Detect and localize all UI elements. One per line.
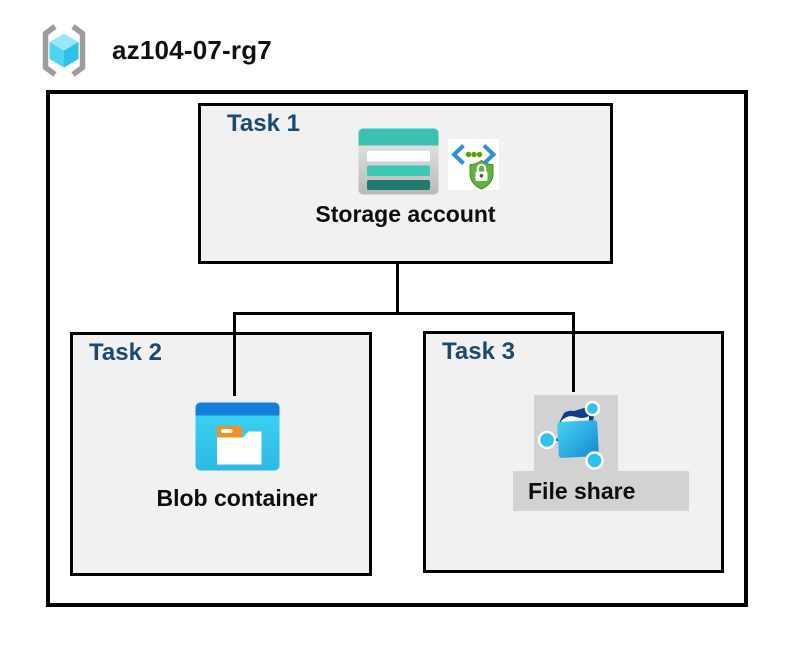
task2-box: Task 2 Blob container bbox=[70, 332, 372, 576]
task3-label: Task 3 bbox=[442, 338, 515, 365]
file-share-icon-background bbox=[534, 395, 618, 471]
resource-group-header: az104-07-rg7 bbox=[38, 22, 272, 79]
connector-to-file-share bbox=[572, 312, 575, 392]
storage-account-label: Storage account bbox=[315, 201, 496, 227]
storage-account-icon bbox=[358, 128, 439, 195]
sas-secure-access-icon bbox=[448, 139, 499, 190]
file-share-label-plate: File share bbox=[513, 471, 689, 511]
task2-label: Task 2 bbox=[89, 339, 162, 366]
task1-box: Task 1 Storage account bbox=[198, 103, 613, 264]
connector-storage-stem bbox=[396, 264, 399, 314]
resource-group-title: az104-07-rg7 bbox=[112, 35, 272, 65]
file-share-icon bbox=[537, 400, 604, 470]
connector-to-blob-container bbox=[233, 312, 236, 396]
task1-label: Task 1 bbox=[227, 110, 300, 137]
resource-group-icon bbox=[42, 24, 86, 77]
connector-horizontal bbox=[233, 312, 575, 315]
file-share-label: File share bbox=[528, 477, 636, 504]
blob-container-label: Blob container bbox=[156, 485, 318, 511]
blob-container-icon bbox=[195, 402, 280, 471]
